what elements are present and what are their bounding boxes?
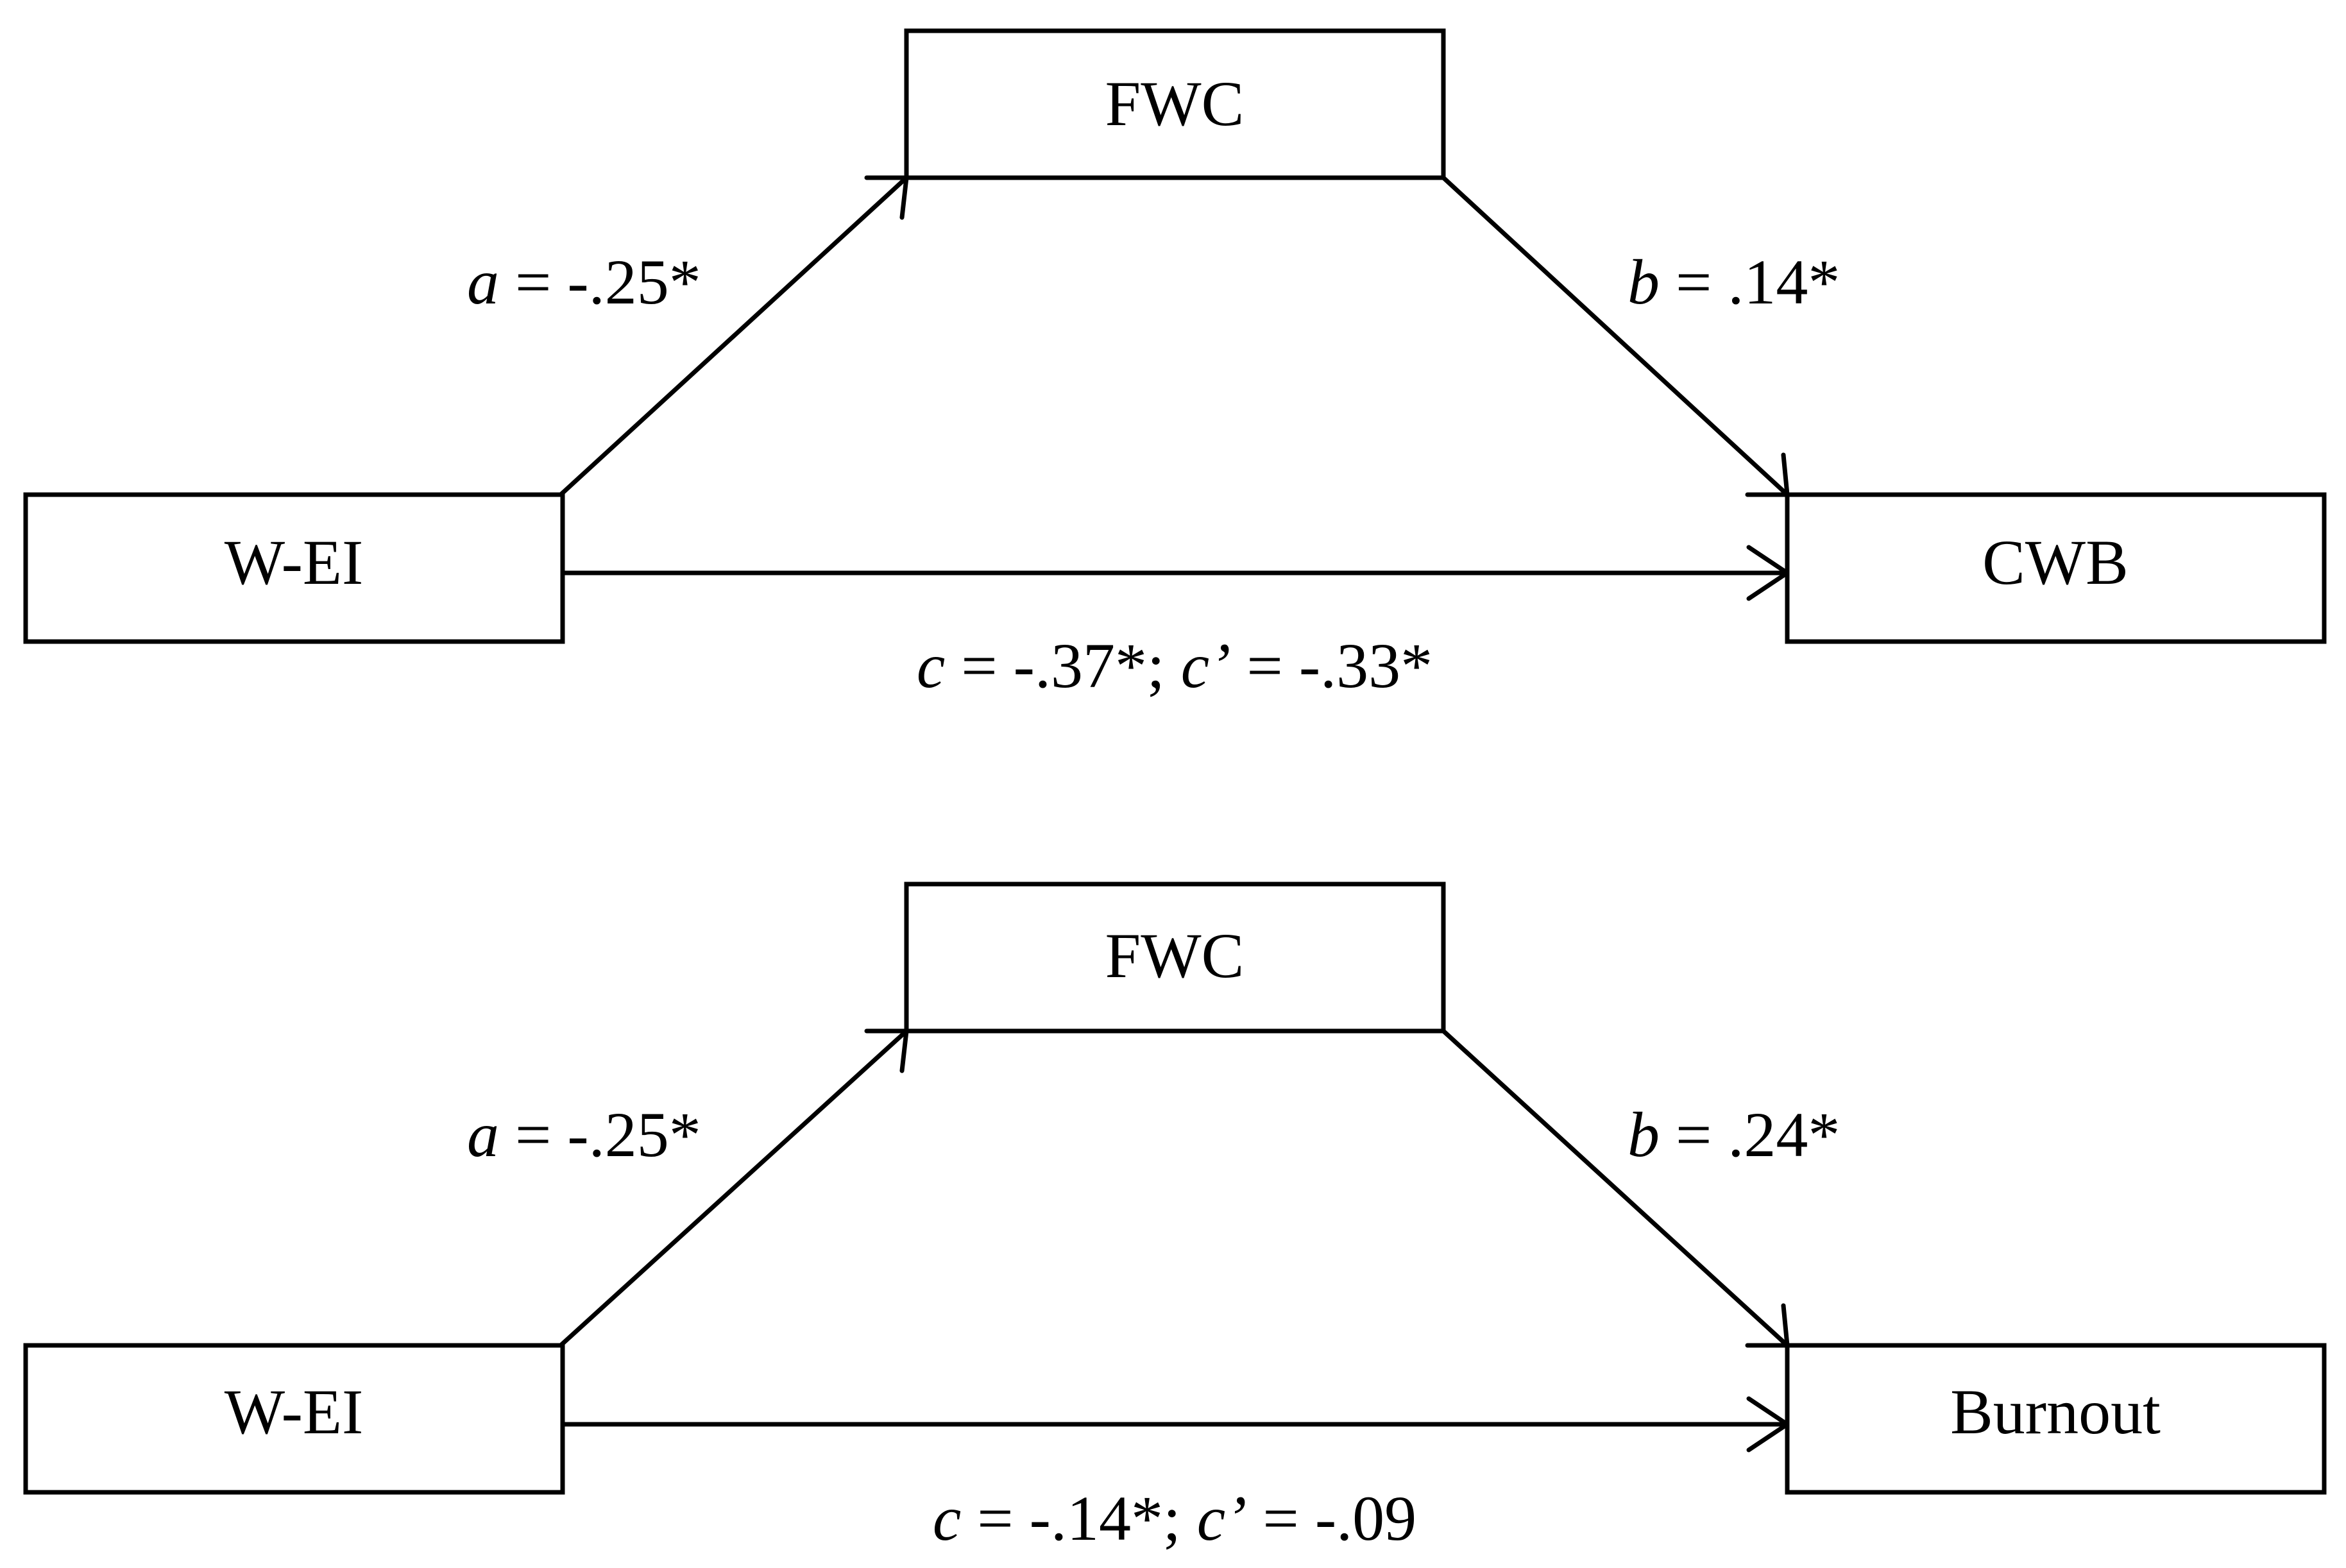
coef-a-label: a = -.25* — [467, 1099, 701, 1170]
node-box-cwb — [1785, 492, 2327, 644]
node-box-w-ei — [23, 492, 565, 644]
path-a-arrowhead — [864, 175, 909, 220]
node-label-fwc: FWC — [1105, 68, 1245, 139]
panel-burnout: FWC W-EI Burnout a = -.25* b = .24* c = … — [23, 882, 2327, 1554]
node-box-burnout — [1785, 1343, 2327, 1495]
node-label-fwc: FWC — [1105, 920, 1245, 991]
path-b-line — [1441, 176, 1789, 497]
path-a-line — [559, 1029, 908, 1347]
path-a-arrowhead — [864, 1028, 909, 1073]
path-a-line — [559, 176, 908, 497]
path-b-arrowhead — [1745, 1303, 1790, 1348]
node-label-w-ei: W-EI — [225, 527, 364, 598]
node-label-cwb: CWB — [1982, 527, 2129, 598]
coef-c-label: c = -.14*; c’ = -.09 — [933, 1483, 1416, 1554]
node-label-w-ei: W-EI — [225, 1376, 364, 1447]
node-label-burnout: Burnout — [1950, 1376, 2161, 1447]
node-box-w-ei — [23, 1343, 565, 1495]
path-b-arrowhead — [1745, 452, 1790, 497]
coef-b-label: b = .24* — [1628, 1099, 1840, 1170]
coef-a-label: a = -.25* — [467, 246, 701, 318]
panel-cwb: FWC W-EI CWB a = -.25* b = .14* c = -.37… — [23, 28, 2327, 701]
node-box-fwc — [904, 28, 1446, 180]
node-box-fwc — [904, 882, 1446, 1034]
path-b-line — [1441, 1029, 1789, 1347]
coef-b-label: b = .14* — [1628, 246, 1840, 318]
path-c-arrowhead — [1746, 545, 1790, 601]
path-c-arrowhead — [1746, 1396, 1790, 1453]
coef-c-label: c = -.37*; c’ = -.33* — [917, 630, 1432, 701]
